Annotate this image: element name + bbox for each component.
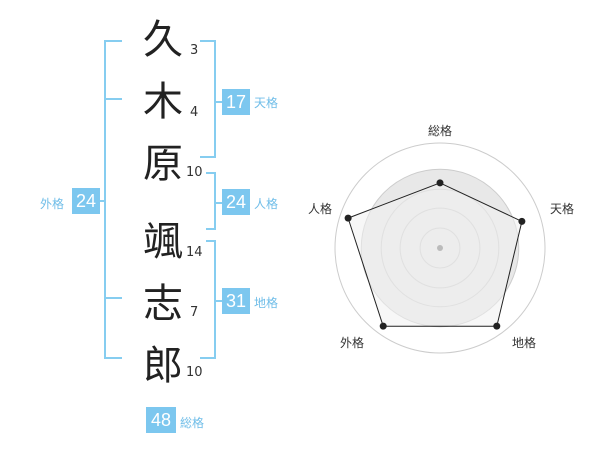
tenkaku-label: 天格: [254, 96, 279, 110]
gaikaku-label: 外格: [40, 197, 65, 211]
radar-chart: [334, 142, 546, 354]
radar-label-tenkaku: 天格: [550, 202, 575, 216]
jinkaku-score: 24: [222, 189, 250, 215]
stroke-count-5: 7: [190, 305, 199, 320]
name-char-3: 原: [143, 141, 183, 187]
name-char-4: 颯: [143, 219, 183, 265]
tenkaku-score: 17: [222, 89, 250, 115]
radar-point-5: [344, 214, 352, 222]
radar-center-dot: [437, 245, 443, 251]
name-char-1: 久: [143, 17, 183, 63]
stroke-count-2: 4: [190, 105, 199, 120]
soukaku-label: 総格: [180, 416, 205, 430]
name-char-2: 木: [143, 79, 183, 125]
soukaku-score: 48: [146, 407, 176, 433]
radar-label-soukaku: 総格: [428, 124, 453, 138]
stroke-count-3: 10: [186, 165, 203, 180]
chikaku-label: 地格: [254, 296, 279, 310]
radar-label-gaikaku: 外格: [340, 336, 365, 350]
radar-points: [344, 179, 526, 330]
stroke-count-4: 14: [186, 245, 203, 260]
stroke-count-6: 10: [186, 365, 203, 380]
radar-area: [347, 182, 523, 327]
chikaku-score: 31: [222, 288, 250, 314]
radar-point-2: [518, 217, 526, 225]
radar-point-4: [379, 322, 387, 330]
name-char-6: 郎: [143, 343, 183, 389]
gaikaku-score: 24: [72, 188, 100, 214]
radar-point-3: [493, 322, 501, 330]
radar-label-chikaku: 地格: [512, 336, 537, 350]
radar-label-jinkaku: 人格: [308, 202, 333, 216]
jinkaku-label: 人格: [254, 197, 279, 211]
stroke-count-1: 3: [190, 43, 199, 58]
radar-point-1: [436, 179, 444, 187]
name-char-5: 志: [143, 281, 183, 327]
